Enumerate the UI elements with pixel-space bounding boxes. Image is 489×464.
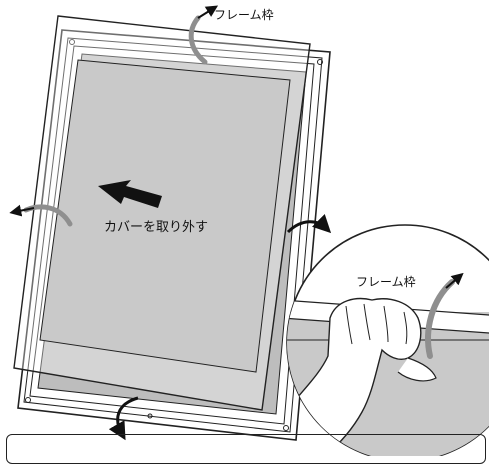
right-curve-arrow <box>286 214 332 234</box>
zoom-detail <box>286 224 489 456</box>
frame-label-top: フレーム枠 <box>214 8 274 22</box>
remove-direction-arrow <box>98 180 162 208</box>
frame-label-detail: フレーム枠 <box>356 275 416 289</box>
top-curve-arrow <box>188 15 208 65</box>
cover-sheet <box>13 15 311 411</box>
bottom-curve-arrow <box>108 396 139 441</box>
caption-box-edge <box>6 434 486 464</box>
remove-cover-label: カバーを取り外す <box>104 220 209 235</box>
